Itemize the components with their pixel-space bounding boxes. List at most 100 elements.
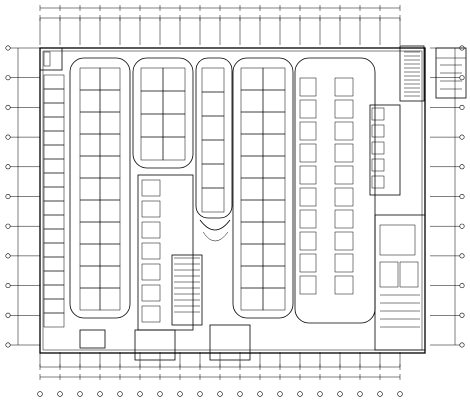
stall-double-row bbox=[99, 155, 121, 179]
parking-stalls bbox=[43, 67, 354, 328]
wall-stall bbox=[43, 144, 65, 160]
axis-bubble-left bbox=[5, 134, 11, 140]
equipment-room bbox=[399, 261, 419, 288]
stall-center-top bbox=[162, 67, 186, 92]
stall-right-double bbox=[262, 265, 286, 289]
bottom-room-b bbox=[209, 324, 251, 361]
stall-right-double bbox=[262, 133, 286, 157]
axis-bubble-right bbox=[459, 283, 465, 289]
axis-bubble-bottom bbox=[57, 391, 63, 397]
stall-right-double bbox=[240, 111, 264, 135]
wall-stall bbox=[43, 74, 65, 90]
stall-far-right-b bbox=[334, 165, 354, 185]
stall-right-double bbox=[240, 133, 264, 157]
core-room bbox=[141, 221, 161, 239]
stall-far-right-a bbox=[299, 187, 317, 207]
axis-bubble-left bbox=[5, 45, 11, 51]
axis-bubble-bottom bbox=[357, 391, 363, 397]
axis-bubble-bottom bbox=[337, 391, 343, 397]
stall-right-double bbox=[240, 177, 264, 201]
axis-bubble-left bbox=[5, 283, 11, 289]
axis-bubble-right bbox=[459, 134, 465, 140]
axis-bubble-right bbox=[459, 75, 465, 81]
axis-bubble-left bbox=[5, 312, 11, 318]
axis-bubble-bottom bbox=[397, 391, 403, 397]
core-room bbox=[141, 200, 161, 218]
equipment-room bbox=[379, 261, 399, 288]
core-block-center bbox=[137, 174, 194, 331]
core-room-shaded bbox=[171, 254, 203, 326]
wall-stall bbox=[43, 200, 65, 216]
bottom-room-c bbox=[79, 329, 106, 349]
stall-far-right-b bbox=[334, 231, 354, 251]
stall-double-row bbox=[99, 67, 121, 91]
island-center-top bbox=[132, 57, 194, 169]
room-cell bbox=[371, 107, 385, 121]
room-cell bbox=[371, 175, 385, 189]
stall-far-right-a bbox=[299, 143, 317, 163]
stall-double-row bbox=[99, 133, 121, 157]
stall-right-double bbox=[262, 287, 286, 311]
core-room bbox=[141, 242, 161, 260]
dimension-lines bbox=[10, 5, 460, 380]
stall-right-double bbox=[262, 111, 286, 135]
stall-right-double bbox=[240, 265, 264, 289]
axis-bubble-right bbox=[459, 312, 465, 318]
stall-middle bbox=[201, 163, 225, 189]
axis-bubble-left bbox=[5, 104, 11, 110]
stall-double-row bbox=[99, 221, 121, 245]
room-cell bbox=[371, 124, 385, 138]
ramp-curve bbox=[199, 219, 231, 231]
stall-far-right-b bbox=[334, 253, 354, 273]
stall-double-row bbox=[79, 133, 101, 157]
stall-right-double bbox=[240, 67, 264, 91]
wall-stall bbox=[43, 242, 65, 258]
wall-stall bbox=[43, 116, 65, 132]
island-far-right bbox=[294, 57, 376, 324]
wall-stall bbox=[43, 172, 65, 188]
room-cluster-right bbox=[369, 104, 401, 196]
axis-bubble-right bbox=[459, 194, 465, 200]
wall-stall bbox=[43, 214, 65, 230]
stall-right-double bbox=[240, 221, 264, 245]
axis-bubble-right bbox=[459, 164, 465, 170]
stall-far-right-b bbox=[334, 121, 354, 141]
axis-bubble-bottom bbox=[377, 391, 383, 397]
axis-bubble-bottom bbox=[297, 391, 303, 397]
wall-stall bbox=[43, 102, 65, 118]
stall-double-row bbox=[79, 243, 101, 267]
axis-bubble-bottom bbox=[277, 391, 283, 397]
axis-bubble-right bbox=[459, 104, 465, 110]
stall-right-double bbox=[262, 89, 286, 113]
stall-middle bbox=[201, 139, 225, 165]
stall-far-right-b bbox=[334, 209, 354, 229]
outer-wall bbox=[39, 47, 426, 354]
corner-room-top-left bbox=[39, 47, 63, 71]
grid-axes bbox=[5, 45, 465, 397]
island-right bbox=[232, 57, 294, 319]
stall-far-right-a bbox=[299, 209, 317, 229]
wall-stall bbox=[43, 312, 65, 328]
stall-far-right-a bbox=[299, 253, 317, 273]
parking-islands bbox=[69, 57, 376, 324]
stall-far-right-b bbox=[334, 77, 354, 97]
axis-bubble-bottom bbox=[257, 391, 263, 397]
axis-bubble-left bbox=[5, 194, 11, 200]
axis-bubble-left bbox=[5, 75, 11, 81]
stall-right-double bbox=[262, 199, 286, 223]
wall-stall bbox=[43, 130, 65, 146]
axis-bubble-bottom bbox=[197, 391, 203, 397]
stall-far-right-b bbox=[334, 143, 354, 163]
stall-double-row bbox=[79, 155, 101, 179]
axis-bubble-bottom bbox=[237, 391, 243, 397]
stall-right-double bbox=[262, 155, 286, 179]
stall-double-row bbox=[99, 243, 121, 267]
axis-bubble-left bbox=[5, 164, 11, 170]
axis-bubble-left bbox=[5, 253, 11, 259]
stall-far-right-a bbox=[299, 77, 317, 97]
wall-stall bbox=[43, 284, 65, 300]
stall-far-right-b bbox=[334, 275, 354, 295]
stall-far-right-a bbox=[299, 165, 317, 185]
axis-bubble-bottom bbox=[217, 391, 223, 397]
